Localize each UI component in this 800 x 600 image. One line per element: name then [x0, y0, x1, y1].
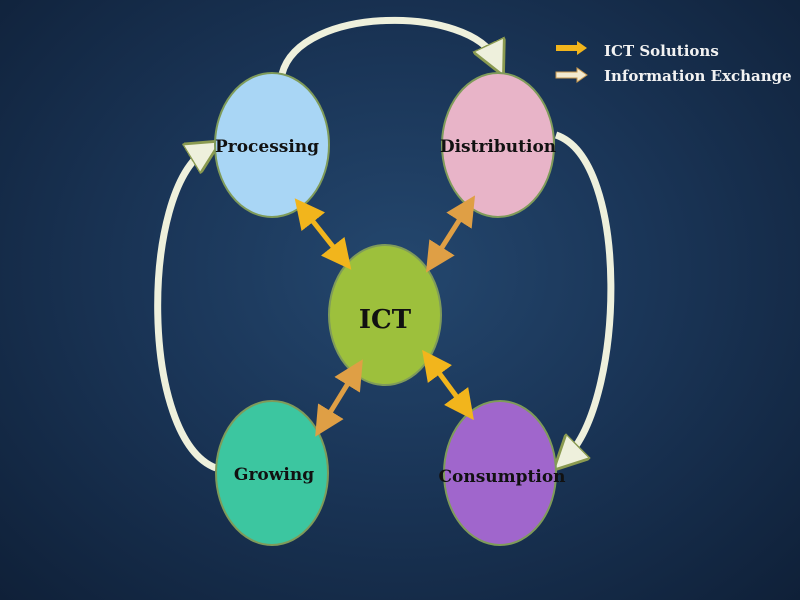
arrow-growing-to-processing: [154, 150, 216, 472]
legend-label: Information Exchange: [604, 67, 792, 85]
node-consumption: Consumption: [438, 400, 566, 546]
arrow-ict-processing: [294, 198, 352, 270]
legend-item-ict-solutions: ICT Solutions: [556, 41, 719, 60]
node-processing: Processing: [214, 72, 330, 218]
node-label: Growing: [234, 465, 314, 485]
legend-item-information-exchange: Information Exchange: [555, 67, 792, 85]
arrow-ict-consumption: [422, 349, 474, 421]
legend-label: ICT Solutions: [604, 42, 719, 60]
arrow-processing-to-distribution: [278, 16, 496, 74]
arrow-ict-growing: [315, 359, 363, 437]
legend: ICT Solutions Information Exchange: [555, 41, 792, 85]
white-arrow-icon: [555, 67, 588, 83]
node-label: ICT: [359, 305, 412, 335]
node-distribution: Distribution: [440, 72, 556, 218]
node-ict: ICT: [328, 244, 442, 386]
arrow-ict-distribution: [425, 195, 476, 273]
node-label: Consumption: [438, 467, 565, 487]
node-label: Processing: [215, 137, 319, 157]
yellow-arrow-icon: [556, 41, 587, 55]
node-growing: Growing: [215, 400, 329, 546]
arrow-distribution-to-consumption: [556, 131, 615, 458]
node-label: Distribution: [440, 137, 556, 157]
